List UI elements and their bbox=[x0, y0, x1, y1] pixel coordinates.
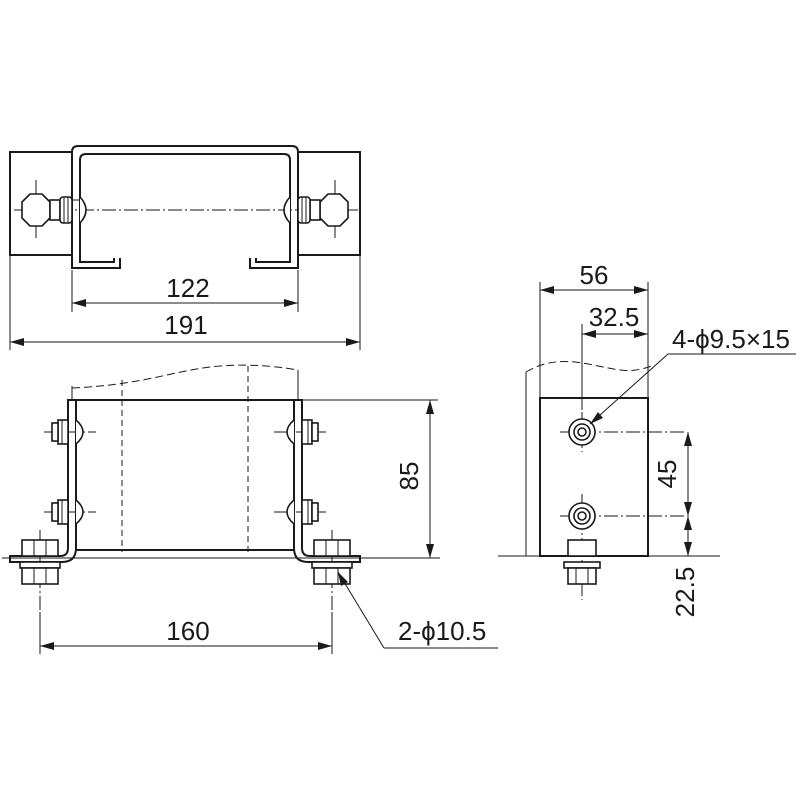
dimension-85-label: 85 bbox=[394, 462, 424, 491]
dimension-45: 45 bbox=[652, 432, 692, 516]
side-view-bolt-lower bbox=[560, 494, 684, 538]
top-view-channel-inner bbox=[79, 153, 291, 263]
front-view-break-line bbox=[71, 364, 299, 389]
hole-note-front: 2-ϕ10.5 bbox=[398, 616, 486, 646]
front-view-bolt-upper-right bbox=[274, 419, 326, 445]
dimension-45-label: 45 bbox=[652, 460, 682, 489]
leader-2-hole: 2-ϕ10.5 bbox=[337, 571, 498, 649]
dimension-56: 56 bbox=[539, 260, 649, 398]
dimension-122-label: 122 bbox=[166, 273, 209, 303]
dimension-32-5-label: 32.5 bbox=[589, 302, 640, 332]
front-view: 85 160 2-ϕ10.5 bbox=[2, 364, 498, 654]
dimension-85: 85 bbox=[300, 399, 438, 558]
dimension-22-5: 22.5 bbox=[670, 516, 700, 617]
top-view-channel bbox=[71, 145, 299, 269]
front-view-bolt-lower-right bbox=[274, 499, 326, 525]
top-view: 122 191 bbox=[9, 145, 361, 350]
hole-note-side: 4-ϕ9.5×15 bbox=[672, 324, 790, 354]
dimension-160-label: 160 bbox=[166, 616, 209, 646]
top-view-left-bolt bbox=[21, 193, 87, 227]
dimension-122: 122 bbox=[71, 270, 299, 312]
front-view-bracket-right bbox=[293, 399, 361, 563]
dimension-191-label: 191 bbox=[164, 310, 207, 340]
front-view-bolt-upper-left bbox=[44, 419, 96, 445]
dimension-56-label: 56 bbox=[580, 260, 609, 290]
leader-4-hole: 4-ϕ9.5×15 bbox=[589, 324, 796, 425]
front-view-anchor-bolt-right bbox=[311, 530, 353, 610]
dimension-191: 191 bbox=[9, 256, 361, 350]
side-view: 56 32.5 4-ϕ9.5×15 45 22.5 bbox=[498, 260, 796, 617]
front-view-bracket bbox=[9, 399, 77, 563]
dimension-160: 160 bbox=[39, 612, 333, 654]
top-view-right-bolt bbox=[283, 193, 349, 227]
side-view-break-line bbox=[525, 361, 653, 373]
side-view-anchor-bolt bbox=[563, 538, 601, 600]
dimension-32-5: 32.5 bbox=[581, 302, 648, 410]
front-view-anchor-bolt-left bbox=[19, 530, 61, 610]
front-view-bolt-lower-left bbox=[44, 499, 96, 525]
dimension-22-5-label: 22.5 bbox=[670, 567, 700, 618]
side-view-bolt-upper bbox=[560, 412, 684, 452]
